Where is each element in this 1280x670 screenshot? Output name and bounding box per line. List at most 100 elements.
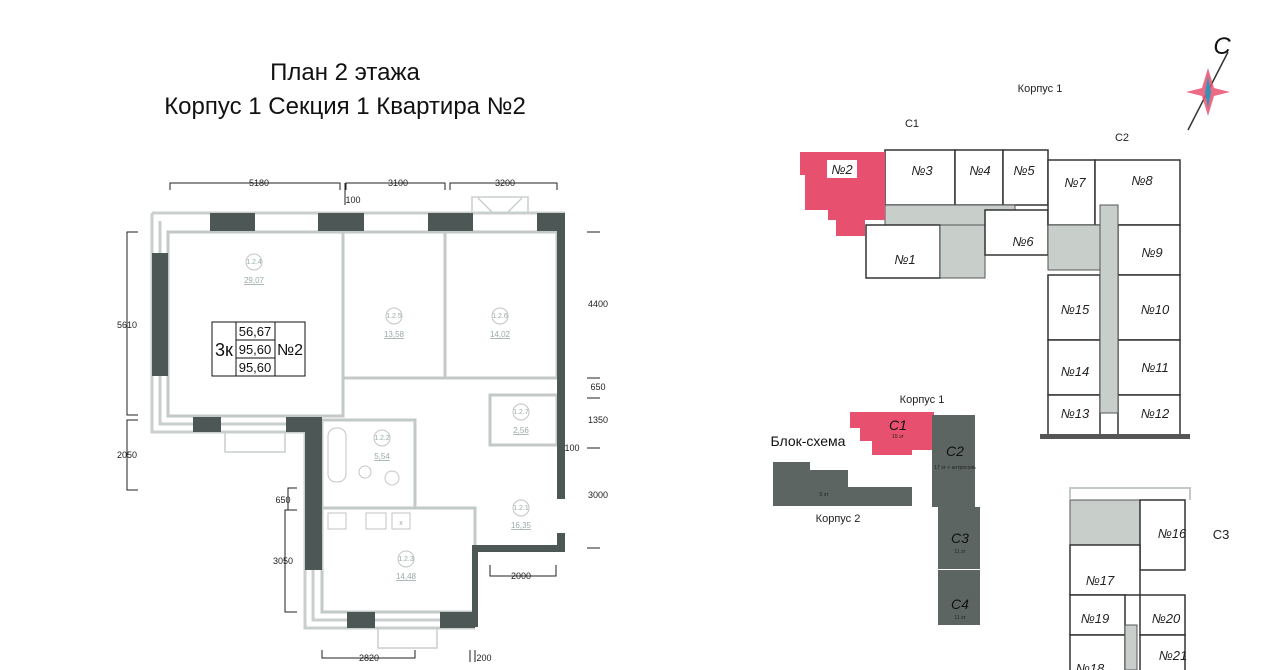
apartment-12[interactable] <box>1117 394 1181 436</box>
svg-text:№13: №13 <box>1061 406 1090 421</box>
svg-text:№20: №20 <box>1152 611 1181 626</box>
section-c2-block[interactable] <box>932 415 975 507</box>
korpus-1-label: Корпус 1 <box>900 394 945 406</box>
block-scheme-title: Блок-схема <box>771 433 846 449</box>
svg-text:11 эт: 11 эт <box>954 615 966 621</box>
svg-text:16,35: 16,35 <box>511 521 532 530</box>
room-label: 1.2.2 5,54 <box>373 429 391 461</box>
svg-text:№19: №19 <box>1081 611 1110 626</box>
room-label: 1.2.3 14,48 <box>396 550 417 581</box>
room-bedroom-1 <box>341 230 447 380</box>
living-area: 56,67 <box>239 324 272 339</box>
svg-text:№7: №7 <box>1064 175 1086 190</box>
svg-text:№2: №2 <box>831 162 853 177</box>
svg-text:2050: 2050 <box>117 450 137 460</box>
section-c4-block[interactable] <box>938 570 980 625</box>
svg-text:№14: №14 <box>1061 364 1090 379</box>
apartment-8[interactable] <box>1094 159 1181 226</box>
room-label: 1.2.4 29,07 <box>244 253 265 285</box>
svg-text:5,54: 5,54 <box>374 452 390 461</box>
svg-text:№10: №10 <box>1141 302 1170 317</box>
svg-text:1.2.2: 1.2.2 <box>374 435 390 442</box>
svg-text:29,07: 29,07 <box>244 276 265 285</box>
plan-title: План 2 этажа <box>270 59 420 86</box>
svg-text:№8: №8 <box>1131 173 1153 188</box>
svg-text:№6: №6 <box>1012 234 1034 249</box>
svg-text:4400: 4400 <box>588 299 608 309</box>
svg-text:14,02: 14,02 <box>490 330 511 339</box>
svg-text:С2: С2 <box>946 443 964 459</box>
svg-text:№1: №1 <box>894 252 915 267</box>
korpus-2-label: Корпус 2 <box>816 513 861 525</box>
svg-text:100: 100 <box>564 443 579 453</box>
svg-text:3200: 3200 <box>495 178 515 188</box>
hood-mark: x <box>399 520 403 527</box>
svg-text:С1: С1 <box>889 417 907 433</box>
svg-text:1.2.6: 1.2.6 <box>492 313 508 320</box>
room-label: 1.2.1 16,35 <box>511 499 532 530</box>
svg-text:№9: №9 <box>1141 245 1162 260</box>
apartment-17[interactable] <box>1069 544 1141 596</box>
svg-text:1350: 1350 <box>588 415 608 425</box>
apartment-7[interactable] <box>1047 159 1096 226</box>
svg-text:2820: 2820 <box>359 653 379 663</box>
apartment-9[interactable] <box>1117 224 1181 276</box>
svg-text:С3: С3 <box>951 530 969 546</box>
section-label: С3 <box>1213 527 1230 542</box>
apartment-info-box: 3к 56,67 95,60 95,60 №2 <box>211 321 306 377</box>
apartment-2-highlighted[interactable] <box>800 152 885 236</box>
svg-text:2000: 2000 <box>511 571 531 581</box>
block-scheme: Блок-схема Корпус 1 Корпус 2 5 эт С1 15 … <box>771 394 980 625</box>
svg-text:3100: 3100 <box>388 178 408 188</box>
svg-text:650: 650 <box>275 495 290 505</box>
building-korpus-label: Корпус 1 <box>1018 83 1063 95</box>
section-c1-block[interactable] <box>850 412 934 455</box>
apartment-5[interactable] <box>1002 149 1049 206</box>
dimension-lines: 5180 3100 3200 100 5610 2050 4400 650 13… <box>117 178 608 663</box>
section-label: С1 <box>905 118 919 130</box>
svg-text:1.2.1: 1.2.1 <box>513 505 529 512</box>
svg-text:5180: 5180 <box>249 178 269 188</box>
svg-text:1.2.4: 1.2.4 <box>246 259 262 266</box>
svg-text:2,56: 2,56 <box>513 426 529 435</box>
svg-text:№15: №15 <box>1061 302 1090 317</box>
compass-north-label: С <box>1213 33 1231 60</box>
svg-text:№3: №3 <box>911 163 933 178</box>
svg-text:С4: С4 <box>951 596 969 612</box>
svg-text:№11: №11 <box>1141 360 1169 375</box>
apartment-19[interactable] <box>1069 594 1126 636</box>
korpus-2-block[interactable] <box>773 462 912 506</box>
svg-text:№12: №12 <box>1141 406 1170 421</box>
compass-icon: С <box>1186 33 1231 131</box>
svg-text:5 эт: 5 эт <box>820 492 830 498</box>
svg-text:3000: 3000 <box>588 490 608 500</box>
svg-text:650: 650 <box>590 382 605 392</box>
room-count: 3к <box>215 340 233 360</box>
svg-text:№17: №17 <box>1086 573 1115 588</box>
apartment-11[interactable] <box>1117 339 1181 396</box>
svg-text:№18: №18 <box>1076 661 1105 670</box>
svg-text:17 эт + антресоль: 17 эт + антресоль <box>934 465 976 471</box>
room-bedroom-2 <box>443 230 559 380</box>
room-label: 1.2.513,58 <box>384 307 405 339</box>
apartment-21[interactable] <box>1139 634 1186 670</box>
apartment-6[interactable] <box>984 209 1049 256</box>
total-area-2: 95,60 <box>239 360 272 375</box>
room-label: 1.2.7 2,56 <box>512 403 530 435</box>
svg-text:№4: №4 <box>969 163 990 178</box>
svg-text:1.2.7: 1.2.7 <box>513 409 529 416</box>
apartment-13[interactable] <box>1047 394 1101 436</box>
section-c3-block[interactable] <box>938 507 980 569</box>
svg-text:1.2.5: 1.2.5 <box>386 313 402 320</box>
svg-text:№16: №16 <box>1158 526 1187 541</box>
svg-text:200: 200 <box>476 653 491 663</box>
section-label: С2 <box>1115 132 1129 144</box>
svg-text:5610: 5610 <box>117 320 137 330</box>
svg-text:11 эт: 11 эт <box>954 549 966 555</box>
apartment-14[interactable] <box>1047 339 1101 396</box>
svg-text:3050: 3050 <box>273 556 293 566</box>
svg-text:14,48: 14,48 <box>396 572 417 581</box>
apartment-16[interactable] <box>1139 499 1186 571</box>
svg-text:1.2.3: 1.2.3 <box>398 556 414 563</box>
